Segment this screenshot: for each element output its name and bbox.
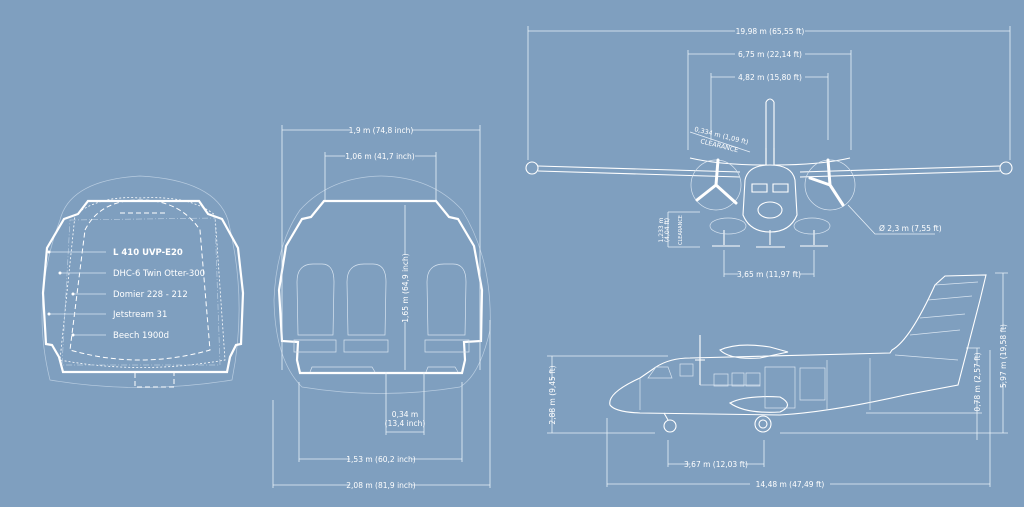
tail-height-dimension: 5,97 m (19,58 ft) bbox=[999, 324, 1008, 388]
wheel-track-dimension: 3,65 m (11,97 ft) bbox=[737, 270, 801, 279]
tail-clearance-dimension: 0,78 m (2,57 ft) bbox=[973, 352, 982, 411]
floor-width-dimension: 1,53 m (60,2 inch) bbox=[346, 455, 415, 464]
legend-item-dornier: Domier 228 - 212 bbox=[113, 290, 188, 300]
ground-clearance-label: CLEARANCE bbox=[678, 215, 684, 245]
cabin-cross-section: 1,9 m (74,8 inch) 1,06 m (41,7 inch) 1,6… bbox=[272, 125, 491, 490]
cabin-outer-width-dimension: 1,9 m (74,8 inch) bbox=[349, 126, 414, 135]
aisle-width-in: (13,4 inch) bbox=[385, 419, 426, 428]
cross-section-comparison: L 410 UVP-E20 DHC-6 Twin Otter-300 Domie… bbox=[41, 175, 245, 388]
legend-item-l410: L 410 UVP-E20 bbox=[113, 248, 183, 258]
aisle-width-m: 0,34 m bbox=[392, 410, 418, 419]
length-dimension: 14,48 m (47,49 ft) bbox=[756, 480, 825, 489]
max-width-dimension: 2,08 m (81,9 inch) bbox=[346, 481, 415, 490]
front-view: 19,98 m (65,55 ft) 6,75 m (22,14 ft) 4,8… bbox=[525, 26, 1013, 279]
wingspan-dimension: 19,98 m (65,55 ft) bbox=[736, 27, 805, 36]
cabin-ceiling-width-dimension: 1,06 m (41,7 inch) bbox=[345, 152, 414, 161]
engine-spacing-dimension: 4,82 m (15,80 ft) bbox=[738, 73, 802, 82]
legend-item-beech: Beech 1900d bbox=[113, 331, 169, 341]
ground-clearance-ft: (4,04 ft) bbox=[664, 218, 671, 242]
ground-clearance-m: 1,233 m bbox=[658, 217, 665, 242]
wheel-base-dimension: 3,67 m (12,03 ft) bbox=[684, 460, 748, 469]
side-view: 2,88 m (9,45 ft) 5,97 m (19,58 ft) 0,78 … bbox=[547, 272, 1008, 489]
cabin-height-dimension: 1,65 m (64,9 inch) bbox=[401, 253, 410, 322]
stabilizer-span-dimension: 6,75 m (22,14 ft) bbox=[738, 50, 802, 59]
prop-diameter-dimension: Ø 2,3 m (7,55 ft) bbox=[879, 224, 942, 233]
seats bbox=[293, 263, 470, 373]
propellers bbox=[695, 158, 845, 207]
legend-leaders bbox=[47, 250, 106, 337]
fuselage-height-dimension: 2,88 m (9,45 ft) bbox=[548, 365, 557, 424]
legend-item-jetstream: Jetstream 31 bbox=[112, 310, 167, 320]
legend-item-dhc6: DHC-6 Twin Otter-300 bbox=[113, 269, 205, 279]
